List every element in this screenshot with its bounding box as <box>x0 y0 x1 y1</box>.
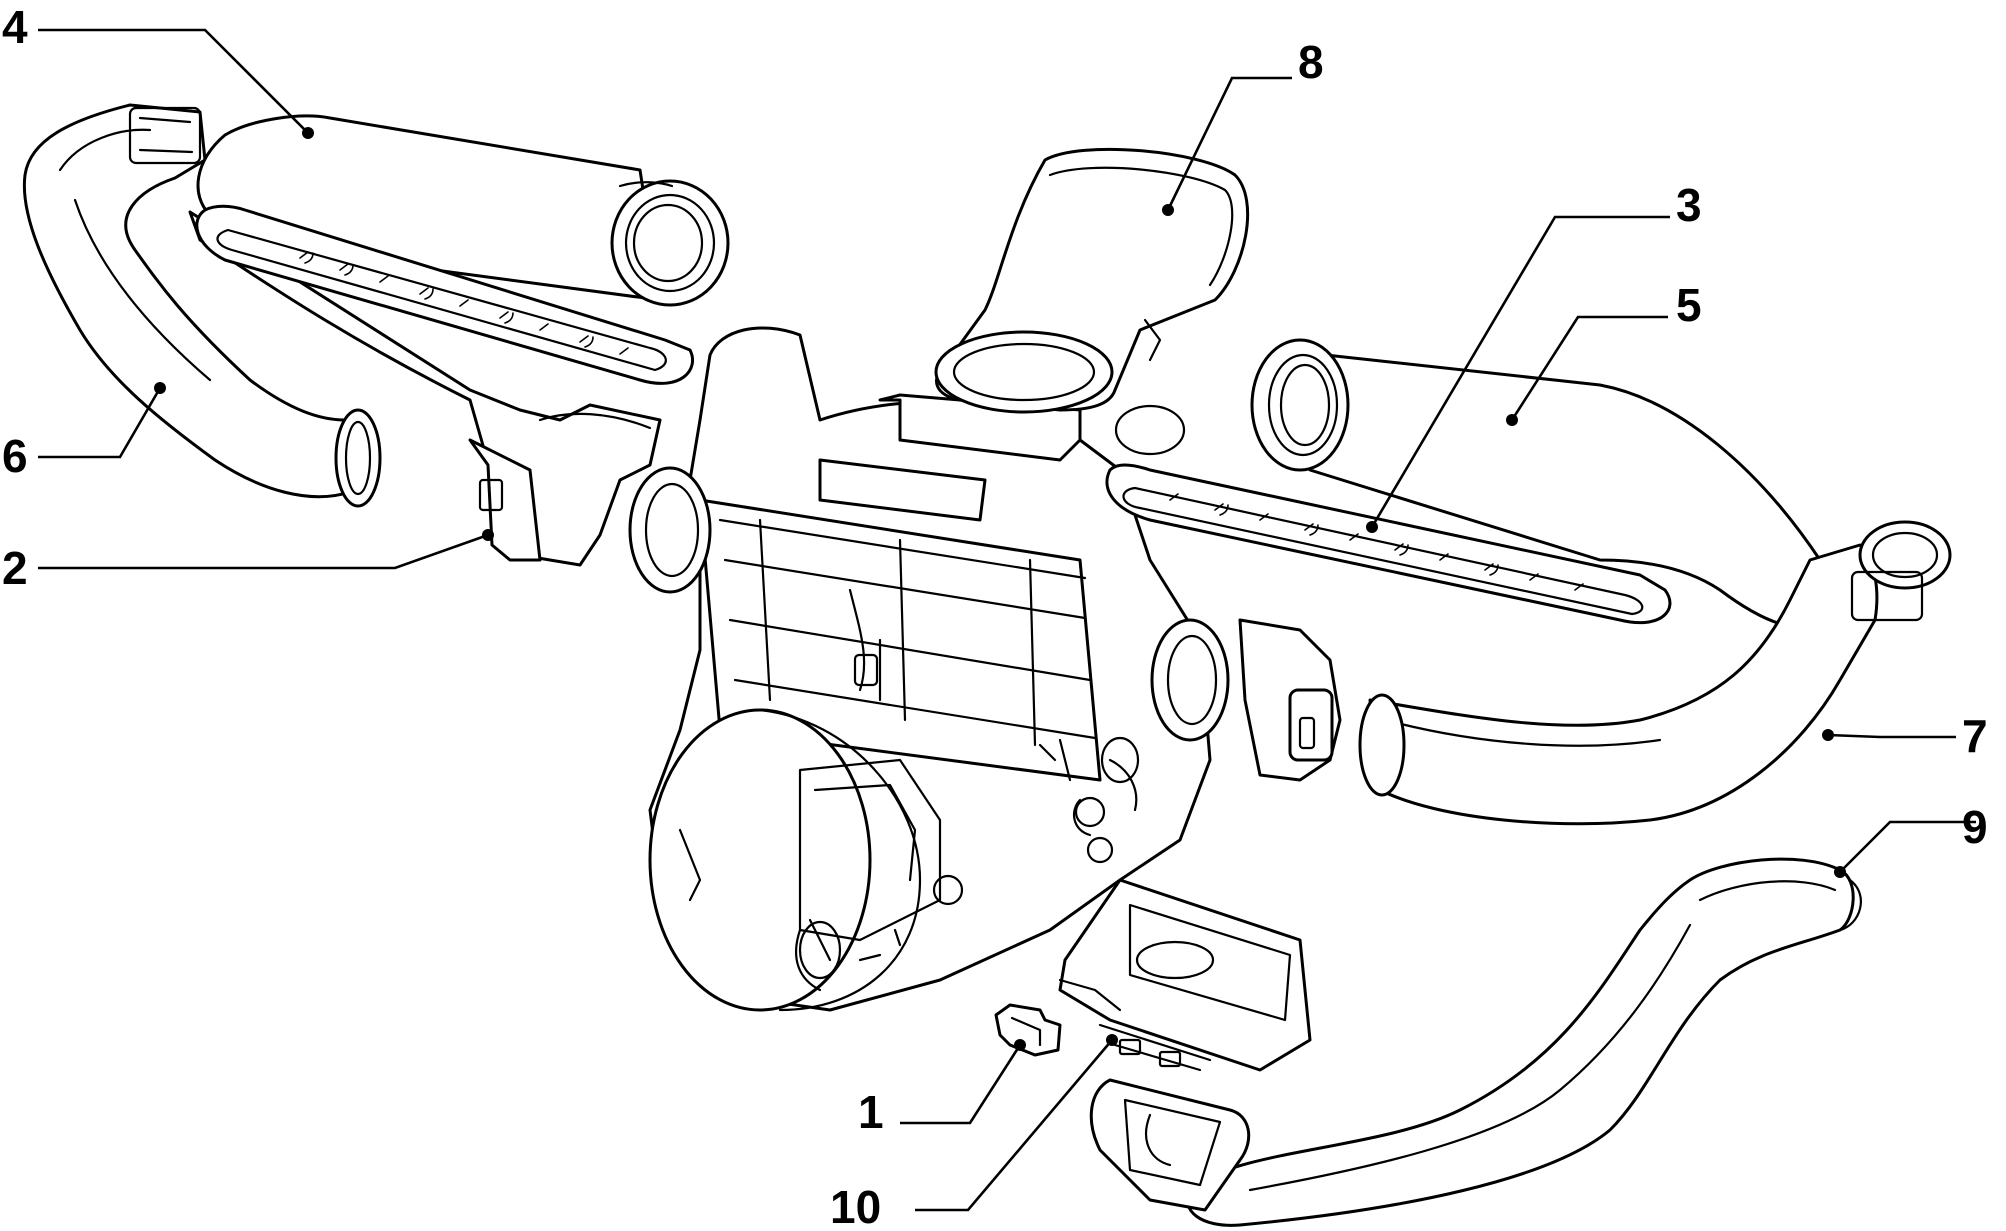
leader-dot-4 <box>302 127 314 139</box>
callout-2: 2 <box>2 542 28 594</box>
leader-line-8 <box>1166 76 1292 211</box>
leader-dot-5 <box>1506 414 1518 426</box>
leader-dot-9 <box>1834 866 1846 878</box>
leader-line-5 <box>1510 315 1668 421</box>
part-6-left-side-duct <box>22 103 382 508</box>
leader-dot-10 <box>1106 1034 1118 1046</box>
part-9-rear-floor-duct <box>1089 857 1862 1227</box>
leader-line-7 <box>1827 733 1956 739</box>
callout-6: 6 <box>2 430 28 482</box>
part-8-top-center-duct <box>934 147 1250 414</box>
leader-dot-3 <box>1366 521 1378 533</box>
leader-line-10 <box>915 1039 1113 1212</box>
leader-line-3 <box>1370 215 1670 528</box>
part-10-floor-vent-duct <box>1058 878 1312 1072</box>
part-7-right-side-duct <box>1358 520 1952 826</box>
callout-10: 10 <box>830 1181 881 1231</box>
callout-5: 5 <box>1676 279 1702 331</box>
leader-dot-7 <box>1822 729 1834 741</box>
leader-lines <box>38 28 1976 1212</box>
part-1-clip <box>994 1003 1062 1057</box>
part-3-left-vent-bar <box>195 204 694 385</box>
leader-dot-6 <box>154 382 166 394</box>
callout-4: 4 <box>2 1 28 53</box>
leader-dot-8 <box>1162 204 1174 216</box>
right-vent-housing <box>1238 618 1342 782</box>
leader-line-2 <box>38 533 489 570</box>
callout-3: 3 <box>1676 179 1702 231</box>
part-3-right-vent-bar <box>1105 463 1672 625</box>
leader-line-9 <box>1839 820 1976 873</box>
leader-line-4 <box>38 28 309 134</box>
callout-1: 1 <box>858 1086 884 1138</box>
callout-7: 7 <box>1962 710 1988 762</box>
leader-line-1 <box>900 1044 1022 1125</box>
leader-line-6 <box>38 387 162 459</box>
leader-dot-1 <box>1014 1039 1026 1051</box>
callout-9: 9 <box>1962 801 1988 853</box>
leader-dot-2 <box>482 529 494 541</box>
callout-8: 8 <box>1298 36 1324 88</box>
